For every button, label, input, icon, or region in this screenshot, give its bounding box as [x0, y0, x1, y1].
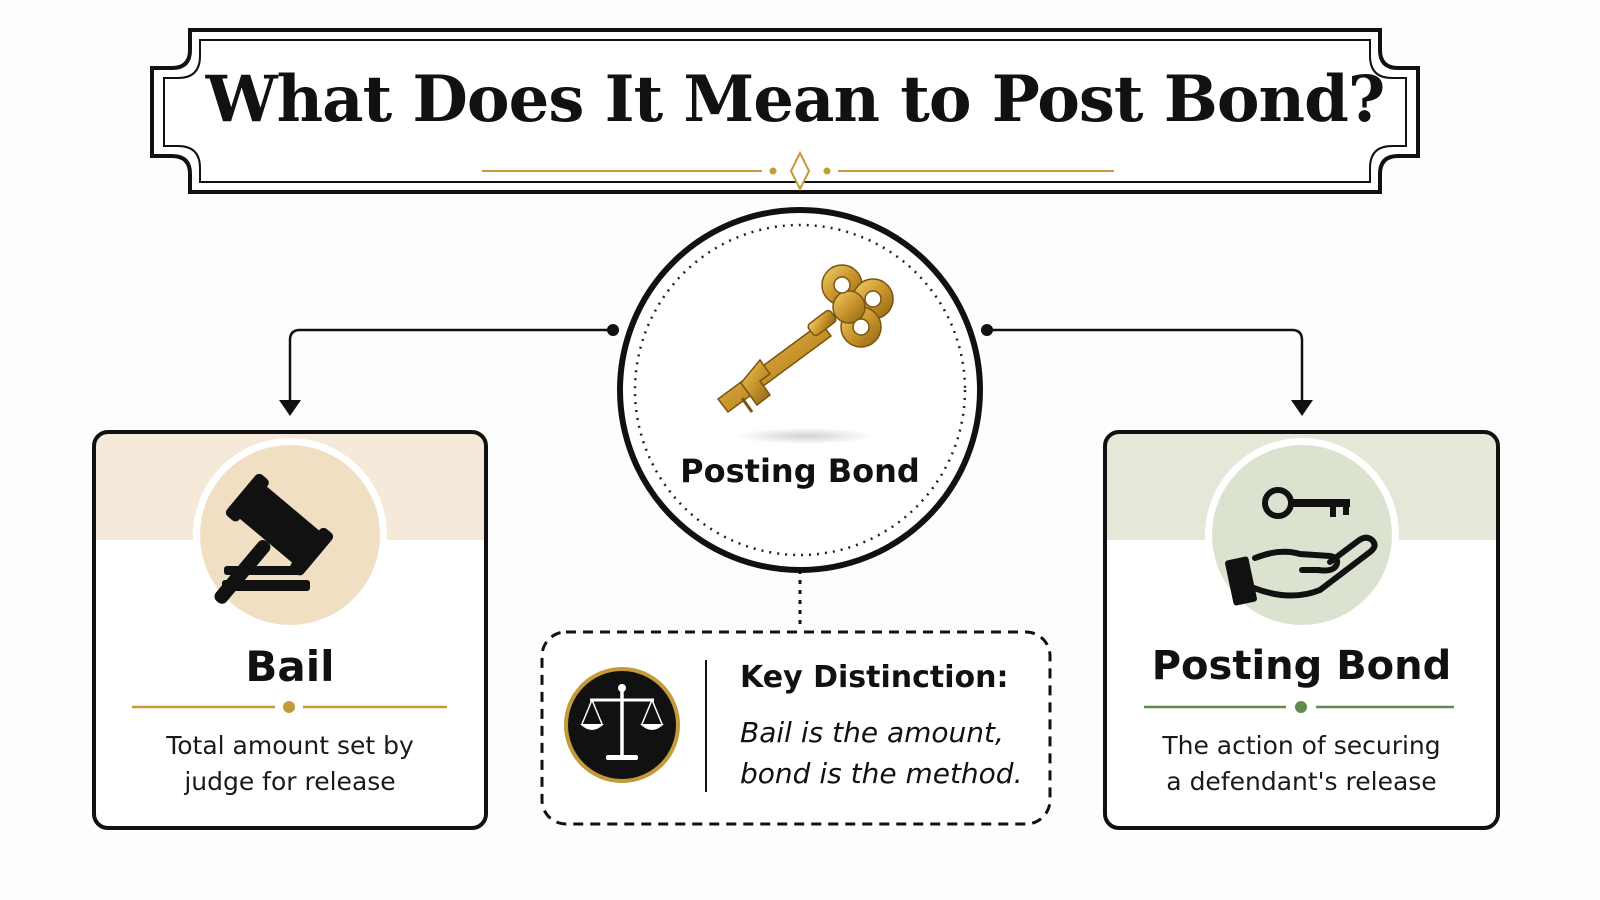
posting-bond-card [1103, 430, 1500, 830]
bail-divider [132, 701, 447, 713]
key-distinction-box [540, 630, 1052, 826]
bail-card [92, 430, 488, 830]
gavel-icon [214, 473, 334, 604]
bail-card-title: Bail [245, 642, 335, 691]
title-plaque [150, 28, 1420, 194]
posting-bond-card-title: Posting Bond [1151, 643, 1452, 689]
posting-bond-divider [1144, 701, 1454, 713]
central-node [617, 207, 983, 573]
posting-bond-desc-line-1: The action of securing [1162, 731, 1441, 760]
title-ornament [482, 150, 1114, 192]
key-distinction-line-2: bond is the method. [740, 757, 1023, 790]
bail-desc-line-1: Total amount set by [166, 731, 414, 760]
golden-key-icon [716, 264, 894, 444]
scales-of-justice-icon [564, 667, 680, 783]
bail-card-description: Total amount set by judge for release [94, 728, 486, 800]
posting-bond-card-description: The action of securing a defendant's rel… [1105, 728, 1498, 800]
key-distinction-heading: Key Distinction: [740, 660, 1009, 695]
connector-right [981, 324, 1313, 416]
bail-desc-line-2: judge for release [184, 767, 396, 796]
hand-with-key-icon [1225, 487, 1378, 606]
connector-left [279, 324, 619, 416]
central-node-label: Posting Bond [680, 452, 920, 490]
page-title: What Does It Mean to Post Bond? [205, 62, 1386, 137]
key-distinction-body: Bail is the amount, bond is the method. [740, 712, 1040, 794]
key-distinction-line-1: Bail is the amount, [740, 716, 1004, 749]
posting-bond-desc-line-2: a defendant's release [1166, 767, 1437, 796]
